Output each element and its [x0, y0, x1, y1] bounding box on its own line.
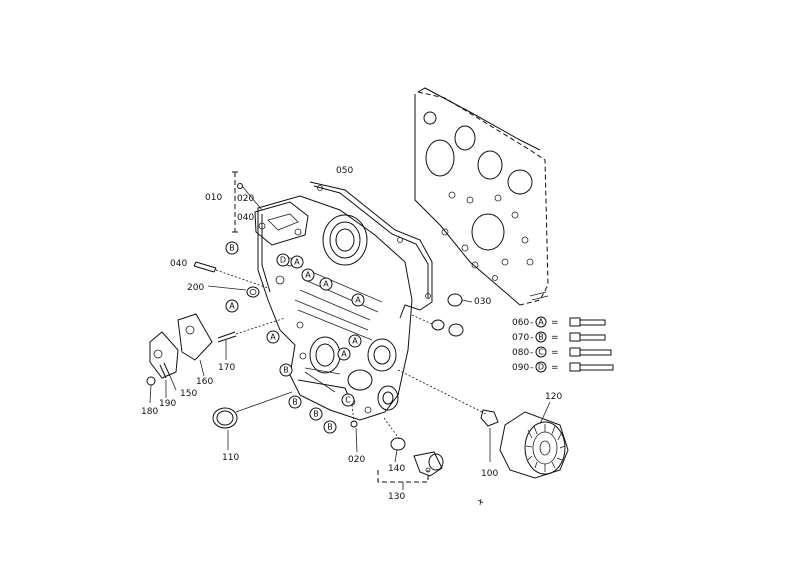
part-label-160: 160 [196, 377, 213, 387]
svg-text:-: - [530, 363, 533, 373]
svg-text:B: B [313, 410, 319, 419]
cover-plate [254, 201, 309, 246]
svg-text:A: A [305, 271, 311, 280]
part-label-170: 170 [218, 363, 235, 373]
svg-text:A: A [538, 318, 544, 327]
engine-block [414, 87, 549, 306]
svg-text:=: = [551, 348, 559, 358]
marker-b: B [279, 363, 293, 377]
bolt-080 [569, 347, 612, 357]
legend-row-080: 080 - C = [512, 346, 559, 358]
legend-row-070: 070 - B = [512, 331, 559, 343]
part-label-020-bottom: 020 [348, 455, 365, 465]
svg-text:-: - [530, 348, 533, 358]
svg-text:090: 090 [512, 363, 529, 373]
part-label-030: 030 [474, 297, 491, 307]
svg-text:D: D [280, 256, 286, 265]
svg-text:-: - [530, 318, 533, 328]
legend-bolts [569, 317, 614, 372]
marker-b: B [288, 395, 302, 409]
svg-text:080: 080 [512, 348, 529, 358]
callout-markers: B D A A A A A A A A B B B B C [225, 241, 365, 434]
svg-text:D: D [538, 363, 544, 372]
left-parts [146, 171, 293, 450]
part-label-100: 100 [481, 469, 498, 479]
part-label-110: 110 [222, 453, 239, 463]
svg-text:A: A [270, 333, 276, 342]
part-label-040: 040 [237, 213, 254, 223]
legend-row-060: 060 - A = [512, 316, 559, 328]
marker-a: A [225, 299, 239, 313]
part-label-120: 120 [545, 392, 562, 402]
svg-text:A: A [229, 302, 235, 311]
part-label-020: 020 [237, 194, 254, 204]
svg-text:=: = [551, 318, 559, 328]
part-label-140: 140 [388, 464, 405, 474]
part-label-050: 050 [336, 166, 353, 176]
part-label-010: 010 [205, 193, 222, 203]
svg-text:=: = [551, 363, 559, 373]
marker-a: A [351, 293, 365, 307]
registration-mark [477, 498, 484, 506]
svg-text:A: A [352, 337, 358, 346]
svg-text:B: B [292, 398, 298, 407]
legend-row-090: 090 - D = [512, 361, 559, 373]
svg-text:B: B [283, 366, 289, 375]
svg-text:A: A [294, 258, 300, 267]
part-label-180: 180 [141, 407, 158, 417]
marker-a: A [266, 330, 280, 344]
svg-text:-: - [530, 333, 533, 343]
svg-text:070: 070 [512, 333, 529, 343]
marker-d: D [276, 253, 290, 267]
svg-text:A: A [323, 280, 329, 289]
svg-text:B: B [229, 244, 235, 253]
svg-text:A: A [355, 296, 361, 305]
marker-c: C [341, 393, 355, 407]
part-labels: 010 020 040 050 040 200 030 170 160 150 … [141, 166, 562, 502]
svg-text:C: C [538, 348, 544, 357]
svg-text:B: B [538, 333, 544, 342]
gasket-050 [309, 181, 433, 319]
bolt-090 [569, 362, 614, 372]
part-label-040-bolt: 040 [170, 259, 187, 269]
marker-b: B [309, 407, 323, 421]
svg-text:B: B [327, 423, 333, 432]
bolt-060 [569, 317, 606, 327]
bolt-070 [569, 332, 606, 342]
legend: 060 - A = 070 - B = 080 - C = 090 - D = [512, 316, 559, 373]
part-label-150: 150 [180, 389, 197, 399]
part-label-190: 190 [159, 399, 176, 409]
svg-text:C: C [345, 396, 351, 405]
marker-b: B [225, 241, 239, 255]
gear-case-cover [257, 195, 413, 421]
marker-b: B [323, 420, 337, 434]
marker-a: A [290, 255, 304, 269]
marker-a: A [348, 334, 362, 348]
svg-text:060: 060 [512, 318, 529, 328]
svg-text:A: A [341, 350, 347, 359]
part-label-200: 200 [187, 283, 204, 293]
svg-text:=: = [551, 333, 559, 343]
marker-a: A [337, 347, 351, 361]
marker-a: A [319, 277, 333, 291]
marker-a: A [301, 268, 315, 282]
right-parts [350, 293, 569, 490]
part-label-130: 130 [388, 492, 405, 502]
